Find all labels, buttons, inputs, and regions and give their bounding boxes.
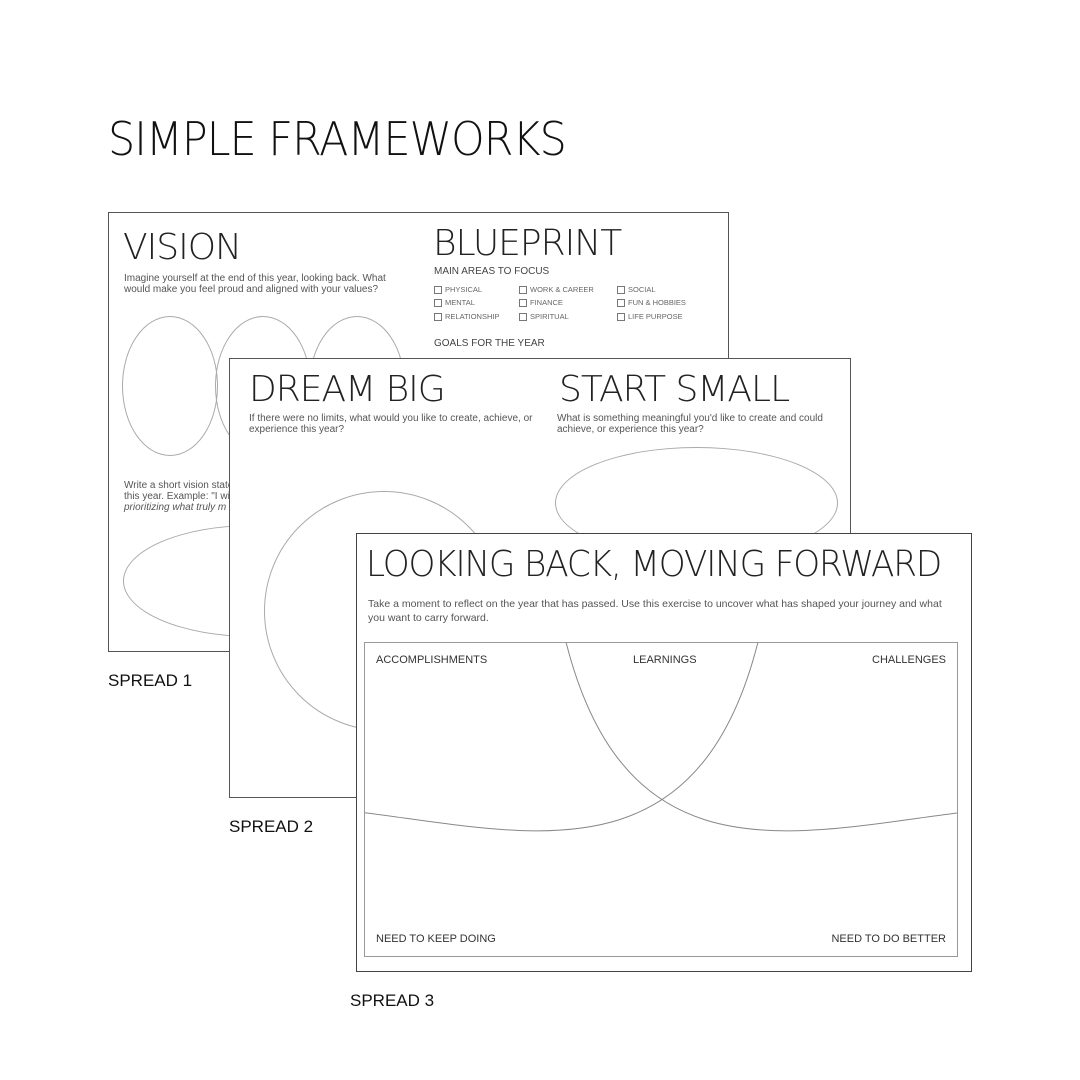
blueprint-title: BLUEPRINT	[433, 223, 622, 264]
checkbox[interactable]	[434, 285, 442, 294]
area-social[interactable]: SOCIAL	[617, 285, 656, 294]
spread-3-preview: LOOKING BACK, MOVING FORWARD Take a mome…	[356, 533, 972, 972]
looking-back-title: LOOKING BACK, MOVING FORWARD	[366, 544, 942, 585]
right-curve	[365, 643, 759, 832]
checkbox[interactable]	[519, 312, 527, 321]
vision-prompt: Imagine yourself at the end of this year…	[124, 273, 386, 295]
keep-doing-label: NEED TO KEEP DOING	[376, 933, 496, 945]
start-small-prompt: What is something meaningful you'd like …	[557, 413, 823, 435]
left-curve	[565, 643, 957, 832]
vision-statement-line-2: this year. Example: "I wil	[124, 491, 233, 502]
dream-big-prompt: If there were no limits, what would you …	[249, 413, 533, 435]
reflection-curves	[365, 643, 957, 832]
areas-heading: MAIN AREAS TO FOCUS	[434, 266, 550, 277]
vision-oval-1	[122, 316, 218, 456]
challenges-label: CHALLENGES	[872, 654, 946, 666]
page-title: SIMPLE FRAMEWORKS	[108, 112, 567, 166]
spread-3-label: SPREAD 3	[350, 991, 435, 1010]
spread-2-label: SPREAD 2	[229, 817, 314, 836]
area-physical[interactable]: PHYSICAL	[434, 285, 482, 294]
learnings-label: LEARNINGS	[633, 654, 697, 666]
checkbox[interactable]	[617, 298, 625, 307]
area-spiritual[interactable]: SPIRITUAL	[519, 312, 569, 321]
area-life-purpose[interactable]: LIFE PURPOSE	[617, 312, 683, 321]
checkbox[interactable]	[519, 285, 527, 294]
spread-1-label: SPREAD 1	[108, 671, 193, 690]
accomplishments-label: ACCOMPLISHMENTS	[376, 654, 488, 666]
vision-statement-line-3: prioritizing what truly m	[124, 502, 227, 513]
vision-title: VISION	[123, 227, 242, 268]
area-mental[interactable]: MENTAL	[434, 298, 475, 307]
do-better-label: NEED TO DO BETTER	[831, 933, 946, 945]
start-small-title: START SMALL	[559, 369, 790, 410]
vision-statement-prompt: Write a short vision state this year. Ex…	[124, 480, 244, 513]
area-relationship[interactable]: RELATIONSHIP	[434, 312, 499, 321]
checkbox[interactable]	[434, 312, 442, 321]
checkbox[interactable]	[434, 298, 442, 307]
checkbox[interactable]	[519, 298, 527, 307]
area-fun-hobbies[interactable]: FUN & HOBBIES	[617, 298, 686, 307]
checkbox[interactable]	[617, 285, 625, 294]
dream-big-title: DREAM BIG	[249, 369, 446, 410]
goals-heading: GOALS FOR THE YEAR	[434, 338, 545, 349]
checkbox[interactable]	[617, 312, 625, 321]
vision-statement-line-1: Write a short vision state	[124, 480, 234, 491]
looking-back-prompt: Take a moment to reflect on the year tha…	[368, 598, 942, 624]
area-finance[interactable]: FINANCE	[519, 298, 563, 307]
reflection-frame: ACCOMPLISHMENTS LEARNINGS CHALLENGES NEE…	[364, 642, 958, 957]
area-work-career[interactable]: WORK & CAREER	[519, 285, 594, 294]
